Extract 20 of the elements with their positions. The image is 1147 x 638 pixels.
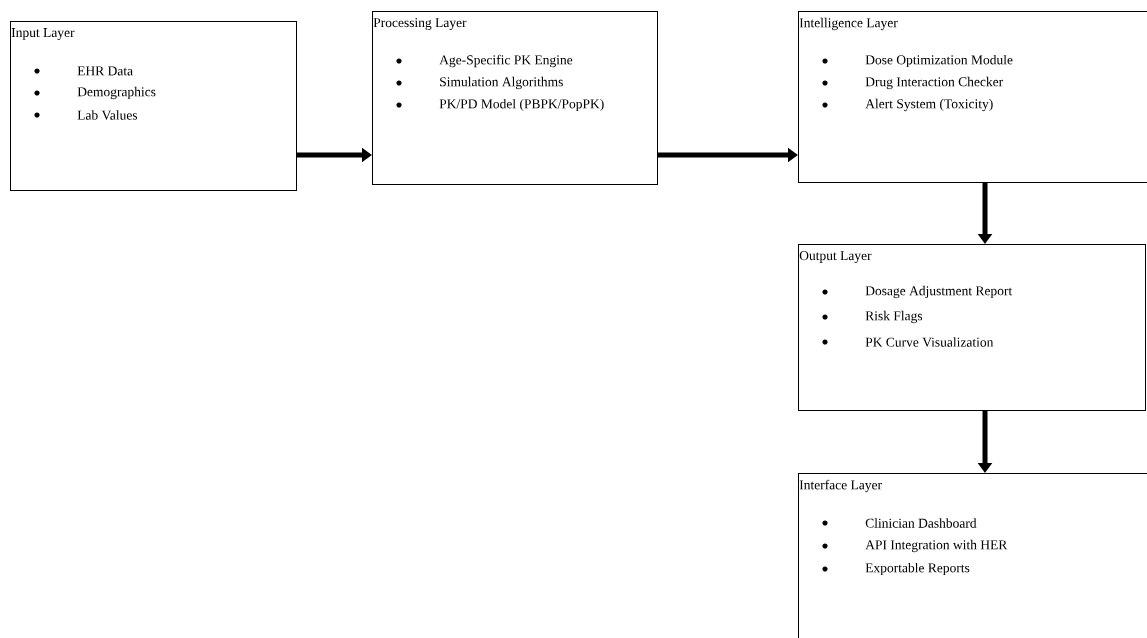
bullet-item: PK Curve Visualization <box>865 337 994 347</box>
bullet-item: Alert System (Toxicity) <box>865 98 993 112</box>
bullet-item: Risk Flags <box>865 310 923 324</box>
bullet-item: Demographics <box>77 86 156 100</box>
box-heading: Interface Layer <box>799 479 882 493</box>
bullet-item: Lab Values <box>77 110 138 120</box>
bullet-item: Drug Interaction Checker <box>865 76 1004 90</box>
bullet-item: Age-Specific PK Engine <box>439 54 573 68</box>
bullet-item: Clinician Dashboard <box>865 518 977 528</box>
bullet-item: EHR Data <box>77 66 133 76</box>
box-heading: Input Layer <box>11 28 75 40</box>
box-heading: Intelligence Layer <box>799 17 898 31</box>
bullet-item: API Integration with HER <box>865 539 1008 553</box>
bullet-item: Simulation Algorithms <box>440 76 563 90</box>
bullet-item: Dose Optimization Module <box>865 54 1013 68</box>
box-heading: Output Layer <box>799 251 872 263</box>
bullet-item: PK/PD Model (PBPK/PopPK) <box>439 98 604 112</box>
bullet-item: Exportable Reports <box>865 562 970 576</box>
box-heading: Processing Layer <box>373 18 467 30</box>
bullet-item: Dosage Adjustment Report <box>865 285 1013 299</box>
